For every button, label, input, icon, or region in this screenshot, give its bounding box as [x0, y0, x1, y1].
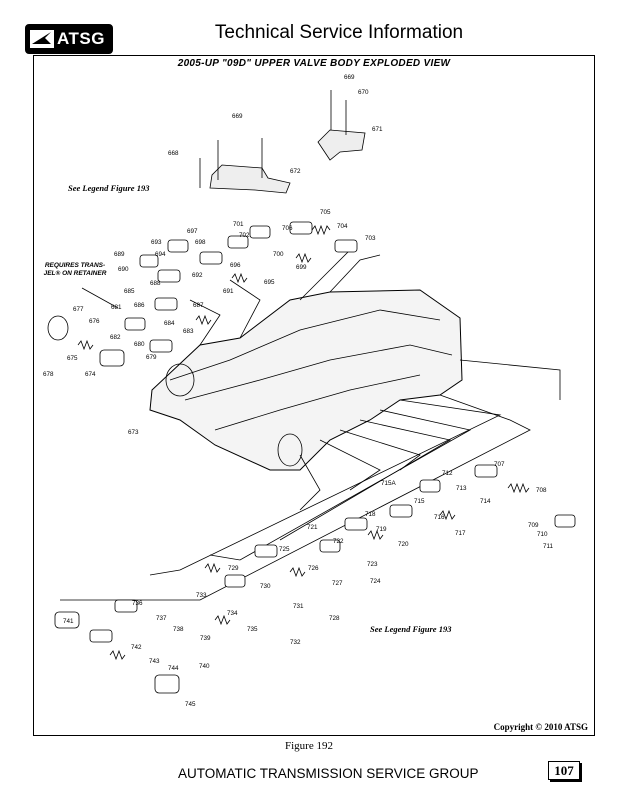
copyright: Copyright © 2010 ATSG — [493, 722, 588, 732]
part-number: 690 — [118, 266, 129, 273]
part-number: 692 — [192, 272, 203, 279]
part-number: 729 — [228, 565, 239, 572]
part-number: 677 — [73, 306, 84, 313]
part-number: 739 — [200, 635, 211, 642]
part-number: 697 — [187, 228, 198, 235]
part-number: 701 — [233, 221, 244, 228]
trans-jel-note: REQUIRES TRANS-JEL® ON RETAINER — [43, 262, 107, 277]
part-number: 736 — [132, 600, 143, 607]
part-number: 676 — [89, 318, 100, 325]
part-number: 738 — [173, 626, 184, 633]
part-number: 745 — [185, 701, 196, 708]
page-header-title: Technical Service Information — [214, 22, 464, 43]
diagram-title: 2005-UP "09D" UPPER VALVE BODY EXPLODED … — [177, 58, 451, 69]
part-number: 725 — [279, 546, 290, 553]
part-number: 689 — [114, 251, 125, 258]
part-number: 711 — [543, 543, 554, 550]
part-number: 684 — [164, 320, 175, 327]
part-number: 723 — [367, 561, 378, 568]
part-number: 724 — [370, 578, 381, 585]
part-number: 669 — [232, 113, 243, 120]
part-number: 683 — [183, 328, 194, 335]
part-number: 714 — [480, 498, 491, 505]
part-number: 732 — [290, 639, 301, 646]
part-number: 731 — [293, 603, 304, 610]
part-number: 726 — [308, 565, 319, 572]
part-number: 709 — [528, 522, 539, 529]
part-number: 719 — [376, 526, 387, 533]
part-number: 670 — [358, 89, 369, 96]
part-number: 720 — [398, 541, 409, 548]
part-number: 695 — [264, 279, 275, 286]
part-number: 735 — [247, 626, 258, 633]
part-number: 699 — [296, 264, 307, 271]
part-number: 686 — [134, 302, 145, 309]
part-number: 700 — [273, 251, 284, 258]
part-number: 712 — [442, 470, 453, 477]
part-number: 737 — [156, 615, 167, 622]
part-number: 708 — [536, 487, 547, 494]
part-number: 713 — [456, 485, 467, 492]
part-number: 693 — [151, 239, 162, 246]
part-number: 722 — [333, 538, 344, 545]
part-number: 733 — [196, 592, 207, 599]
part-number: 741 — [63, 618, 74, 625]
figure-frame — [33, 55, 595, 736]
part-number: 703 — [365, 235, 376, 242]
legend-reference-bottom: See Legend Figure 193 — [370, 624, 452, 634]
part-number: 743 — [149, 658, 160, 665]
part-number-labels: 668 669 669 670 671 672 673 674 675 676 … — [43, 74, 554, 708]
part-number: 707 — [494, 461, 505, 468]
part-number: 704 — [337, 223, 348, 230]
part-number: 694 — [155, 251, 166, 258]
part-number: 715 — [414, 498, 425, 505]
atsg-logo: ATSG — [25, 24, 113, 54]
part-number: 705 — [320, 209, 331, 216]
part-number: 671 — [372, 126, 383, 133]
part-number: 716 — [434, 514, 445, 521]
part-number: 672 — [290, 168, 301, 175]
part-number: 740 — [199, 663, 210, 670]
company-footer: AUTOMATIC TRANSMISSION SERVICE GROUP — [178, 766, 479, 781]
page-number: 107 — [548, 761, 580, 780]
part-number: 682 — [110, 334, 121, 341]
logo-text: ATSG — [57, 29, 105, 48]
part-number: 696 — [230, 262, 241, 269]
part-number: 702 — [239, 232, 250, 239]
part-number: 679 — [146, 354, 157, 361]
legend-reference-top: See Legend Figure 193 — [68, 183, 150, 193]
part-number: 674 — [85, 371, 96, 378]
atsg-emblem-icon — [30, 30, 54, 48]
part-number: 744 — [168, 665, 179, 672]
part-number: 730 — [260, 583, 271, 590]
part-number: 687 — [193, 302, 204, 309]
part-number: 718 — [365, 511, 376, 518]
part-number: 728 — [329, 615, 340, 622]
part-number: 734 — [227, 610, 238, 617]
part-number: 678 — [43, 371, 54, 378]
part-number: 675 — [67, 355, 78, 362]
part-number: 710 — [537, 531, 548, 538]
part-number: 698 — [195, 239, 206, 246]
part-number: 673 — [128, 429, 139, 436]
part-number: 742 — [131, 644, 142, 651]
part-number: 685 — [124, 288, 135, 295]
figure-caption: Figure 192 — [285, 740, 333, 752]
part-number: 691 — [223, 288, 234, 295]
part-number: 668 — [168, 150, 179, 157]
part-number: 715A — [381, 480, 397, 487]
part-number: 721 — [307, 524, 318, 531]
part-number: 681 — [111, 304, 122, 311]
part-number: 669 — [344, 74, 355, 81]
part-number: 727 — [332, 580, 343, 587]
part-number: 706 — [282, 225, 293, 232]
part-number: 688 — [150, 280, 161, 287]
part-number: 680 — [134, 341, 145, 348]
part-number: 717 — [455, 530, 466, 537]
